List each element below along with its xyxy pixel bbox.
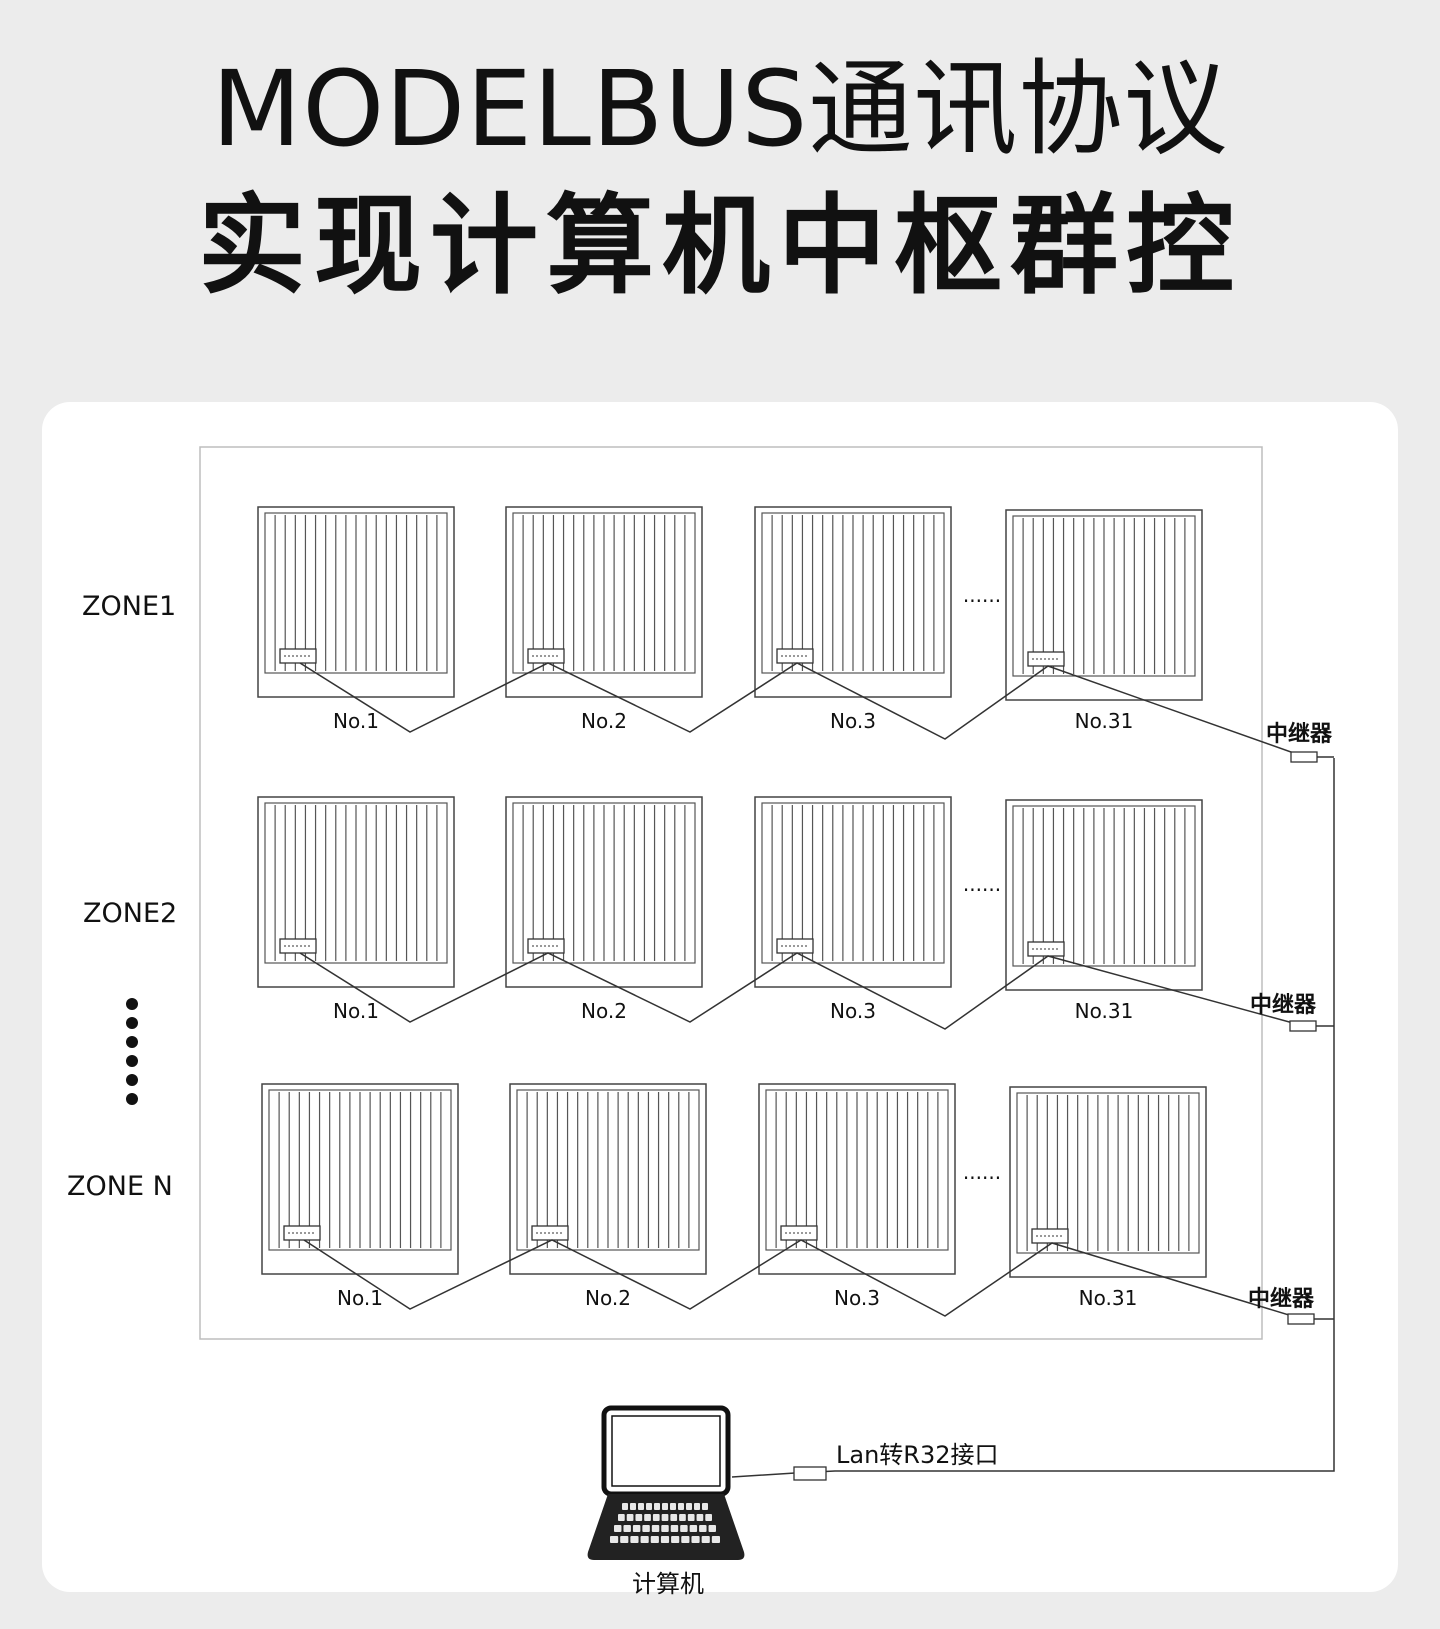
- unit-label: No.31: [1075, 999, 1134, 1023]
- heater-unit: No.3: [754, 506, 952, 733]
- unit-label: No.2: [581, 709, 627, 733]
- zone-label: ZONE1: [82, 591, 176, 622]
- bus-wire: [303, 1239, 1334, 1320]
- title-line-2: 实现计算机中枢群控: [197, 184, 1242, 309]
- heater-unit: No.1: [257, 796, 455, 1023]
- title-line-1: MODELBUS通讯协议: [211, 48, 1229, 170]
- interface-label: Lan转R32接口: [836, 1441, 999, 1469]
- repeater-icon: [1289, 1020, 1317, 1032]
- unit-ellipsis: ......: [963, 583, 1001, 607]
- unit-label: No.2: [581, 999, 627, 1023]
- heater-unit: No.3: [754, 796, 952, 1023]
- heater-unit: No.1: [261, 1083, 459, 1310]
- unit-label: No.3: [830, 709, 876, 733]
- computer-label: 计算机: [632, 1570, 704, 1598]
- trunk-line: [731, 758, 1335, 1478]
- repeater-icon: [1287, 1313, 1315, 1325]
- repeater-label: 中继器: [1248, 1286, 1315, 1312]
- zone-group: ZONE N No.1 No.2 No.3 No.31...... 中继器: [67, 1083, 1334, 1325]
- unit-label: No.1: [337, 1286, 383, 1310]
- unit-label: No.2: [585, 1286, 631, 1310]
- unit-label: No.1: [333, 709, 379, 733]
- zones-frame: [199, 446, 1263, 1340]
- unit-label: No.31: [1075, 709, 1134, 733]
- unit-label: No.3: [830, 999, 876, 1023]
- heater-unit: No.31: [1005, 799, 1203, 1023]
- heater-unit: No.31: [1005, 509, 1203, 733]
- heater-unit: No.2: [505, 796, 703, 1023]
- bus-wire: [299, 952, 1334, 1030]
- interface-connector: [793, 1466, 827, 1481]
- zone-label: ZONE2: [83, 898, 177, 929]
- heater-unit: No.3: [758, 1083, 956, 1310]
- heater-unit: No.2: [509, 1083, 707, 1310]
- bus-wire: [299, 662, 1334, 758]
- repeater-label: 中继器: [1266, 721, 1333, 747]
- computer-icon: [587, 1405, 745, 1560]
- repeater-icon: [1290, 751, 1318, 763]
- heater-unit: No.1: [257, 506, 455, 733]
- heater-unit: No.31: [1009, 1086, 1207, 1310]
- unit-ellipsis: ......: [963, 872, 1001, 896]
- unit-ellipsis: ......: [963, 1160, 1001, 1184]
- zone-ellipsis-dots: [126, 998, 138, 1105]
- zone-label: ZONE N: [67, 1171, 173, 1202]
- unit-label: No.31: [1079, 1286, 1138, 1310]
- heater-unit: No.2: [505, 506, 703, 733]
- repeater-label: 中继器: [1250, 992, 1317, 1018]
- unit-label: No.3: [834, 1286, 880, 1310]
- unit-label: No.1: [333, 999, 379, 1023]
